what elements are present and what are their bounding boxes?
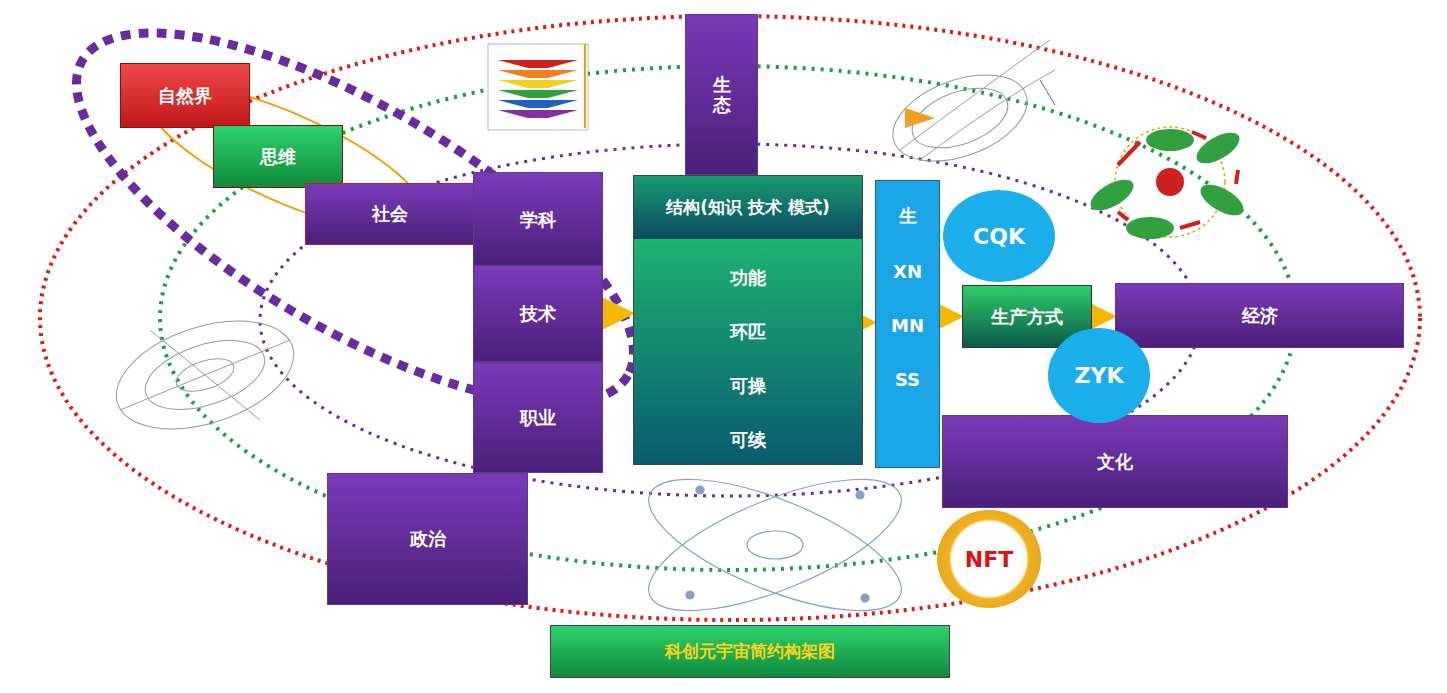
- indicator-bar: 生 XN MN SS: [875, 180, 940, 468]
- node-label: 可续: [730, 428, 766, 452]
- node-label: NFT: [965, 547, 1013, 572]
- thick-dashed-ellipse: [26, 0, 684, 472]
- color-bar-figure: [488, 44, 588, 130]
- ring-figure: [103, 301, 308, 449]
- node-label: XN: [893, 261, 922, 282]
- node-label: 文化: [1097, 450, 1133, 474]
- node-label: ZYK: [1075, 363, 1124, 388]
- node-label: 功能: [730, 266, 766, 290]
- node-label: 思维: [260, 145, 296, 169]
- node-label: 自然界: [158, 84, 212, 108]
- node-label: 环匹: [730, 320, 766, 344]
- node-label: 生产方式: [991, 305, 1063, 329]
- flow-arrow: [605, 310, 623, 318]
- thinking-box: 思维: [213, 125, 343, 188]
- politics-box: 政治: [327, 473, 528, 605]
- economy-box: 经济: [1115, 283, 1404, 348]
- diagram-title: 科创元宇宙简约构架图: [665, 640, 835, 663]
- zyk-circle: ZYK: [1048, 328, 1150, 423]
- flow-arrow: [942, 313, 952, 321]
- cqk-circle: CQK: [943, 190, 1055, 282]
- node-label: CQK: [973, 224, 1025, 249]
- node-label: SS: [895, 369, 920, 390]
- orbit-figure: [633, 453, 917, 638]
- node-label: 可操: [730, 374, 766, 398]
- title-bar: 科创元宇宙简约构架图: [550, 625, 950, 678]
- discipline-box: 学科: [473, 172, 603, 267]
- cycle-figure: [1086, 126, 1249, 239]
- flow-arrow: [1094, 313, 1105, 321]
- nature-box: 自然界: [120, 63, 250, 128]
- spiral-figure: [881, 40, 1055, 178]
- node-label: 学科: [520, 208, 556, 232]
- ecology-box: 生态: [685, 14, 758, 175]
- node-label: 结构(知识 技术 模式): [634, 176, 862, 239]
- society-box: 社会: [305, 183, 475, 245]
- node-label: 生态: [713, 75, 731, 115]
- culture-box: 文化: [942, 415, 1288, 508]
- node-label: 经济: [1242, 304, 1278, 328]
- node-label: 政治: [410, 527, 446, 551]
- nft-circle: NFT: [937, 510, 1041, 608]
- node-label: 技术: [520, 302, 556, 326]
- node-label: 社会: [372, 202, 408, 226]
- node-label: 职业: [520, 406, 556, 430]
- node-label: 生: [899, 204, 917, 228]
- structure-box: 结构(知识 技术 模式) 功能环匹可操可续: [633, 175, 863, 465]
- outer-ellipse: [40, 16, 1420, 620]
- node-label: MN: [891, 315, 924, 336]
- technology-box: 技术: [473, 265, 603, 362]
- profession-box: 职业: [473, 362, 603, 473]
